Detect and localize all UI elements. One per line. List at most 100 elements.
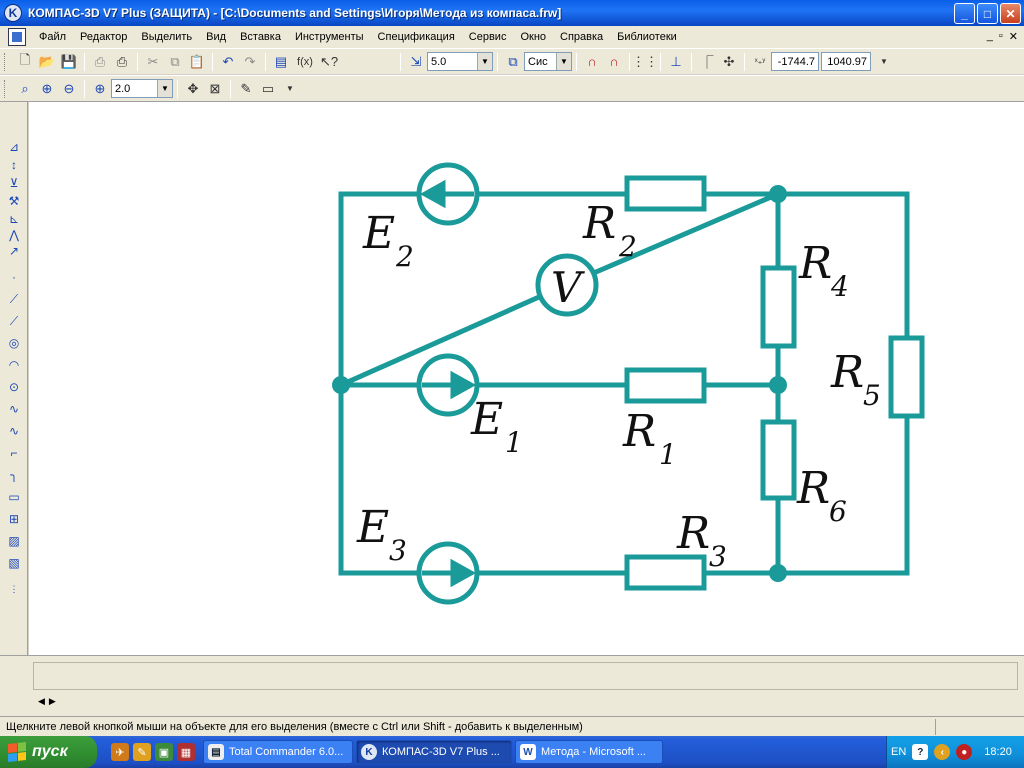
print-preview-icon[interactable]: ⎙ [94,53,106,69]
zoom-combo[interactable]: 2.0 ▼ [111,79,173,98]
undo-icon[interactable]: ↶ [222,53,234,69]
close-button[interactable]: ✕ [1000,3,1021,24]
resistor-r2[interactable] [624,175,707,212]
manager-icon[interactable]: ▤ [274,53,288,69]
menu-view[interactable]: Вид [206,31,227,43]
fill-icon[interactable]: ▧ [8,556,20,570]
language-indicator[interactable]: EN [891,746,907,758]
quicklaunch-app-icon[interactable]: ✈ [111,743,129,761]
menu-file[interactable]: Файл [39,31,67,43]
circle-icon[interactable]: ◎ [8,336,20,350]
zoom-out-icon[interactable]: ⊖ [63,80,75,96]
grid-icon[interactable]: ⋮⋮ [632,53,658,69]
layer-combo[interactable]: Сис ▼ [524,52,572,71]
hatch-icon[interactable]: ▨ [8,534,20,548]
context-help-icon[interactable]: ↖? [319,53,339,69]
snap-magnet-icon[interactable]: ∩ [587,54,597,69]
document-icon[interactable] [8,28,26,46]
menu-libraries[interactable]: Библиотеки [617,31,677,43]
task-word[interactable]: W Метода - Microsoft ... [515,740,663,764]
redo-icon[interactable]: ↷ [244,53,256,69]
polyline-icon[interactable]: ∿ [8,424,20,438]
variables-fx-icon[interactable]: f(x) [297,55,313,68]
new-document-icon[interactable]: 🗋 [19,51,31,67]
show-desktop-icon[interactable]: ▣ [155,743,173,761]
antivirus-icon[interactable]: ● [956,744,973,760]
select-tools-icon[interactable]: ↗ [8,244,20,258]
copy-icon[interactable]: ⧉ [170,53,180,69]
start-button[interactable]: пуск [0,736,97,768]
cut-icon[interactable]: ✂ [147,53,159,69]
show-all-icon[interactable]: ⊠ [209,80,221,96]
menu-insert[interactable]: Вставка [240,31,281,43]
pan-icon[interactable]: ✥ [187,80,199,96]
panel-scroll-arrows[interactable]: ◀▶ [38,696,60,706]
resistor-r1[interactable] [624,367,707,404]
resistor-r6[interactable] [760,419,797,501]
display-mode-icon[interactable]: ▭ [261,80,275,96]
mdi-restore-button[interactable]: ▫ [998,30,1003,42]
paste-icon[interactable]: 📋 [188,53,206,69]
open-folder-icon[interactable]: 📂 [38,53,56,69]
menu-specification[interactable]: Спецификация [377,31,455,43]
spline-icon[interactable]: ∿ [8,402,20,416]
step-icon[interactable]: ⇲ [410,53,422,69]
zoom-in-icon[interactable]: ⊕ [41,80,53,96]
tray-arrow-icon[interactable]: ‹ [934,744,951,760]
resistor-r5[interactable] [888,335,925,419]
drawing-canvas[interactable]: V E 2 R 2 R 4 E 1 R 1 R 5 R 6 E 3 R 3 [29,102,1024,655]
save-icon[interactable]: 💾 [60,53,78,69]
menu-window[interactable]: Окно [520,31,547,43]
chevron-down-icon[interactable]: ▼ [286,84,294,93]
menu-help[interactable]: Справка [560,31,604,43]
menu-service[interactable]: Сервис [468,31,507,43]
chamfer-icon[interactable]: ⌐ [10,446,18,460]
y-coordinate-field[interactable]: 1040.97 [821,52,871,71]
edit-tools-icon[interactable]: ⚒ [8,194,20,208]
parametric-tools-icon[interactable]: ⊾ [8,212,20,226]
ortho-icon[interactable]: ⊥ [670,53,682,69]
task-kompas[interactable]: K КОМПАС-3D V7 Plus ... [356,740,512,764]
layers-icon[interactable]: ⧉ [508,53,518,69]
kompas-app-icon[interactable]: K [4,4,22,22]
toolbar-grip[interactable] [4,52,8,71]
menu-editor[interactable]: Редактор [80,31,128,43]
snap-local-icon[interactable]: ∩ [609,54,619,69]
minimize-button[interactable]: _ [954,3,975,24]
rectangle-icon[interactable]: ▭ [8,490,20,504]
zoom-window-icon[interactable]: ⌕ [21,80,29,96]
zoom-scale-icon[interactable]: ⊕ [94,80,106,96]
more-tools-icon[interactable]: ⋮ [9,583,19,594]
contour-icon[interactable]: ⊞ [8,512,20,526]
properties-field[interactable] [33,662,1018,690]
fillet-icon[interactable]: ╮ [10,468,18,482]
auxiliary-line-icon[interactable]: ⟋ [9,291,19,306]
chevron-down-icon[interactable]: ▼ [556,53,571,70]
quicklaunch-app-icon[interactable]: ✎ [133,743,151,761]
arc-icon[interactable]: ◠ [8,358,20,372]
geometry-tools-icon[interactable]: ⊿ [8,140,20,154]
maximize-button[interactable]: □ [977,3,998,24]
task-total-commander[interactable]: ▤ Total Commander 6.0... [203,740,353,764]
print-icon[interactable]: ⎙ [116,53,128,69]
round-icon[interactable]: ⎾ [700,55,714,70]
resistor-r3[interactable] [624,554,707,591]
measure-tools-icon[interactable]: ⋀ [9,228,19,242]
chevron-down-icon[interactable]: ▼ [477,53,492,70]
ellipse-icon[interactable]: ⊙ [8,380,20,394]
x-coordinate-field[interactable]: -1744.7 [771,52,819,71]
dimensions-tools-icon[interactable]: ↕ [11,158,17,172]
point-icon[interactable]: · [12,270,16,284]
mdi-close-button[interactable]: ✕ [1008,31,1018,43]
help-icon[interactable]: ? [912,744,929,760]
toolbar-grip[interactable] [4,79,8,98]
chevron-down-icon[interactable]: ▼ [157,80,172,97]
mdi-minimize-button[interactable]: _ [986,30,993,42]
symbols-tools-icon[interactable]: ⊻ [9,176,19,190]
menu-select[interactable]: Выделить [141,31,193,43]
voltmeter[interactable] [535,253,599,317]
step-combo[interactable]: 5.0 ▼ [427,52,493,71]
menu-tools[interactable]: Инструменты [294,31,364,43]
chevron-down-icon[interactable]: ▼ [880,57,888,66]
segment-icon[interactable]: ⟋ [9,313,19,328]
